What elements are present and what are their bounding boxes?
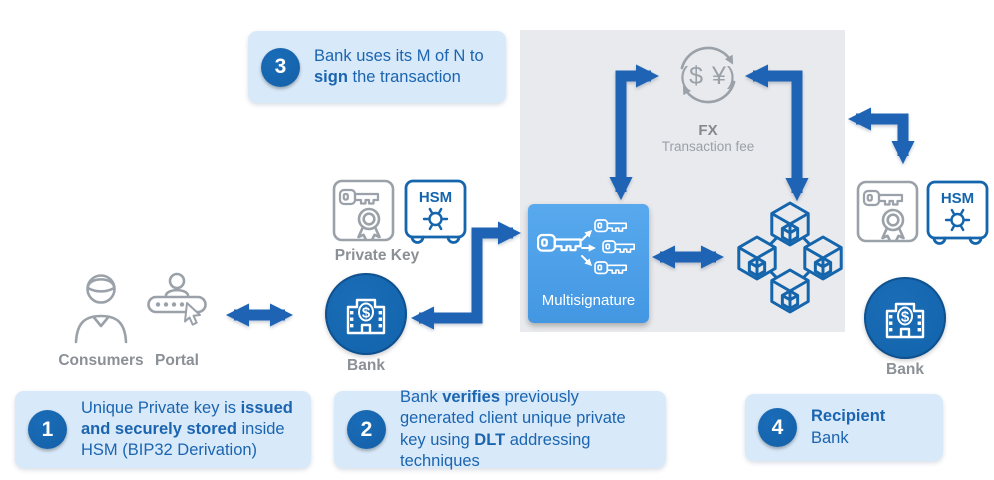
cursor-icon <box>184 302 201 326</box>
fx-group: ($ ¥) FX Transaction fee <box>648 38 768 154</box>
bank-left: $ <box>325 273 407 355</box>
private-key-certificate-icon-right <box>856 180 919 243</box>
bank-building-icon: $ <box>346 298 386 335</box>
consumers-label: Consumers <box>58 352 144 369</box>
callout-3-number: 3 <box>261 47 300 87</box>
multisignature-label: Multisignature <box>541 292 636 309</box>
callout-4-number: 4 <box>758 408 797 447</box>
callout-3: 3 Bank uses its M of N to sign the trans… <box>248 31 506 103</box>
hsm-safe-icon: HSM <box>404 179 467 244</box>
callout-1-number: 1 <box>28 410 67 449</box>
callout-2-text: Bank verifies previously generated clien… <box>400 388 626 470</box>
multikey-icon <box>536 219 635 275</box>
dlt-network-icon <box>737 201 843 314</box>
arrow-panel-recipient-hsm <box>847 107 915 165</box>
callout-1: 1 Unique Private key is issued and secur… <box>15 391 311 468</box>
bank-dollar-symbol-right: $ <box>901 309 910 326</box>
hsm-label-right: HSM <box>941 190 974 207</box>
hsm-safe-icon-right: HSM <box>926 180 989 245</box>
callout-2-number: 2 <box>347 410 386 449</box>
callout-1-text: Unique Private key is issued and securel… <box>81 398 293 460</box>
fx-title: FX <box>698 122 718 139</box>
bank-dollar-symbol: $ <box>362 305 371 322</box>
bank-left-label: Bank <box>347 357 385 374</box>
bank-right-label: Bank <box>886 361 924 378</box>
hsm-label: HSM <box>419 189 452 206</box>
private-key-label: Private Key <box>334 247 420 264</box>
bank-building-icon-right: $ <box>885 302 925 339</box>
consumers-person-icon <box>74 274 128 344</box>
callout-3-text: Bank uses its M of N to sign the transac… <box>314 46 484 86</box>
portal-label: Portal <box>155 352 199 369</box>
bank-right: $ <box>864 277 946 359</box>
callout-2: 2 Bank verifies previously generated cli… <box>334 388 666 470</box>
multisignature-box: Multisignature <box>528 204 649 323</box>
portal-login-icon <box>147 272 207 326</box>
private-key-certificate-icon <box>332 179 395 242</box>
arrow-bank-multisignature <box>410 221 522 330</box>
fx-subtitle: Transaction fee <box>661 139 755 154</box>
fx-currency-symbols: ($ ¥) <box>680 62 736 90</box>
currency-exchange-icon: ($ ¥) <box>680 46 736 104</box>
